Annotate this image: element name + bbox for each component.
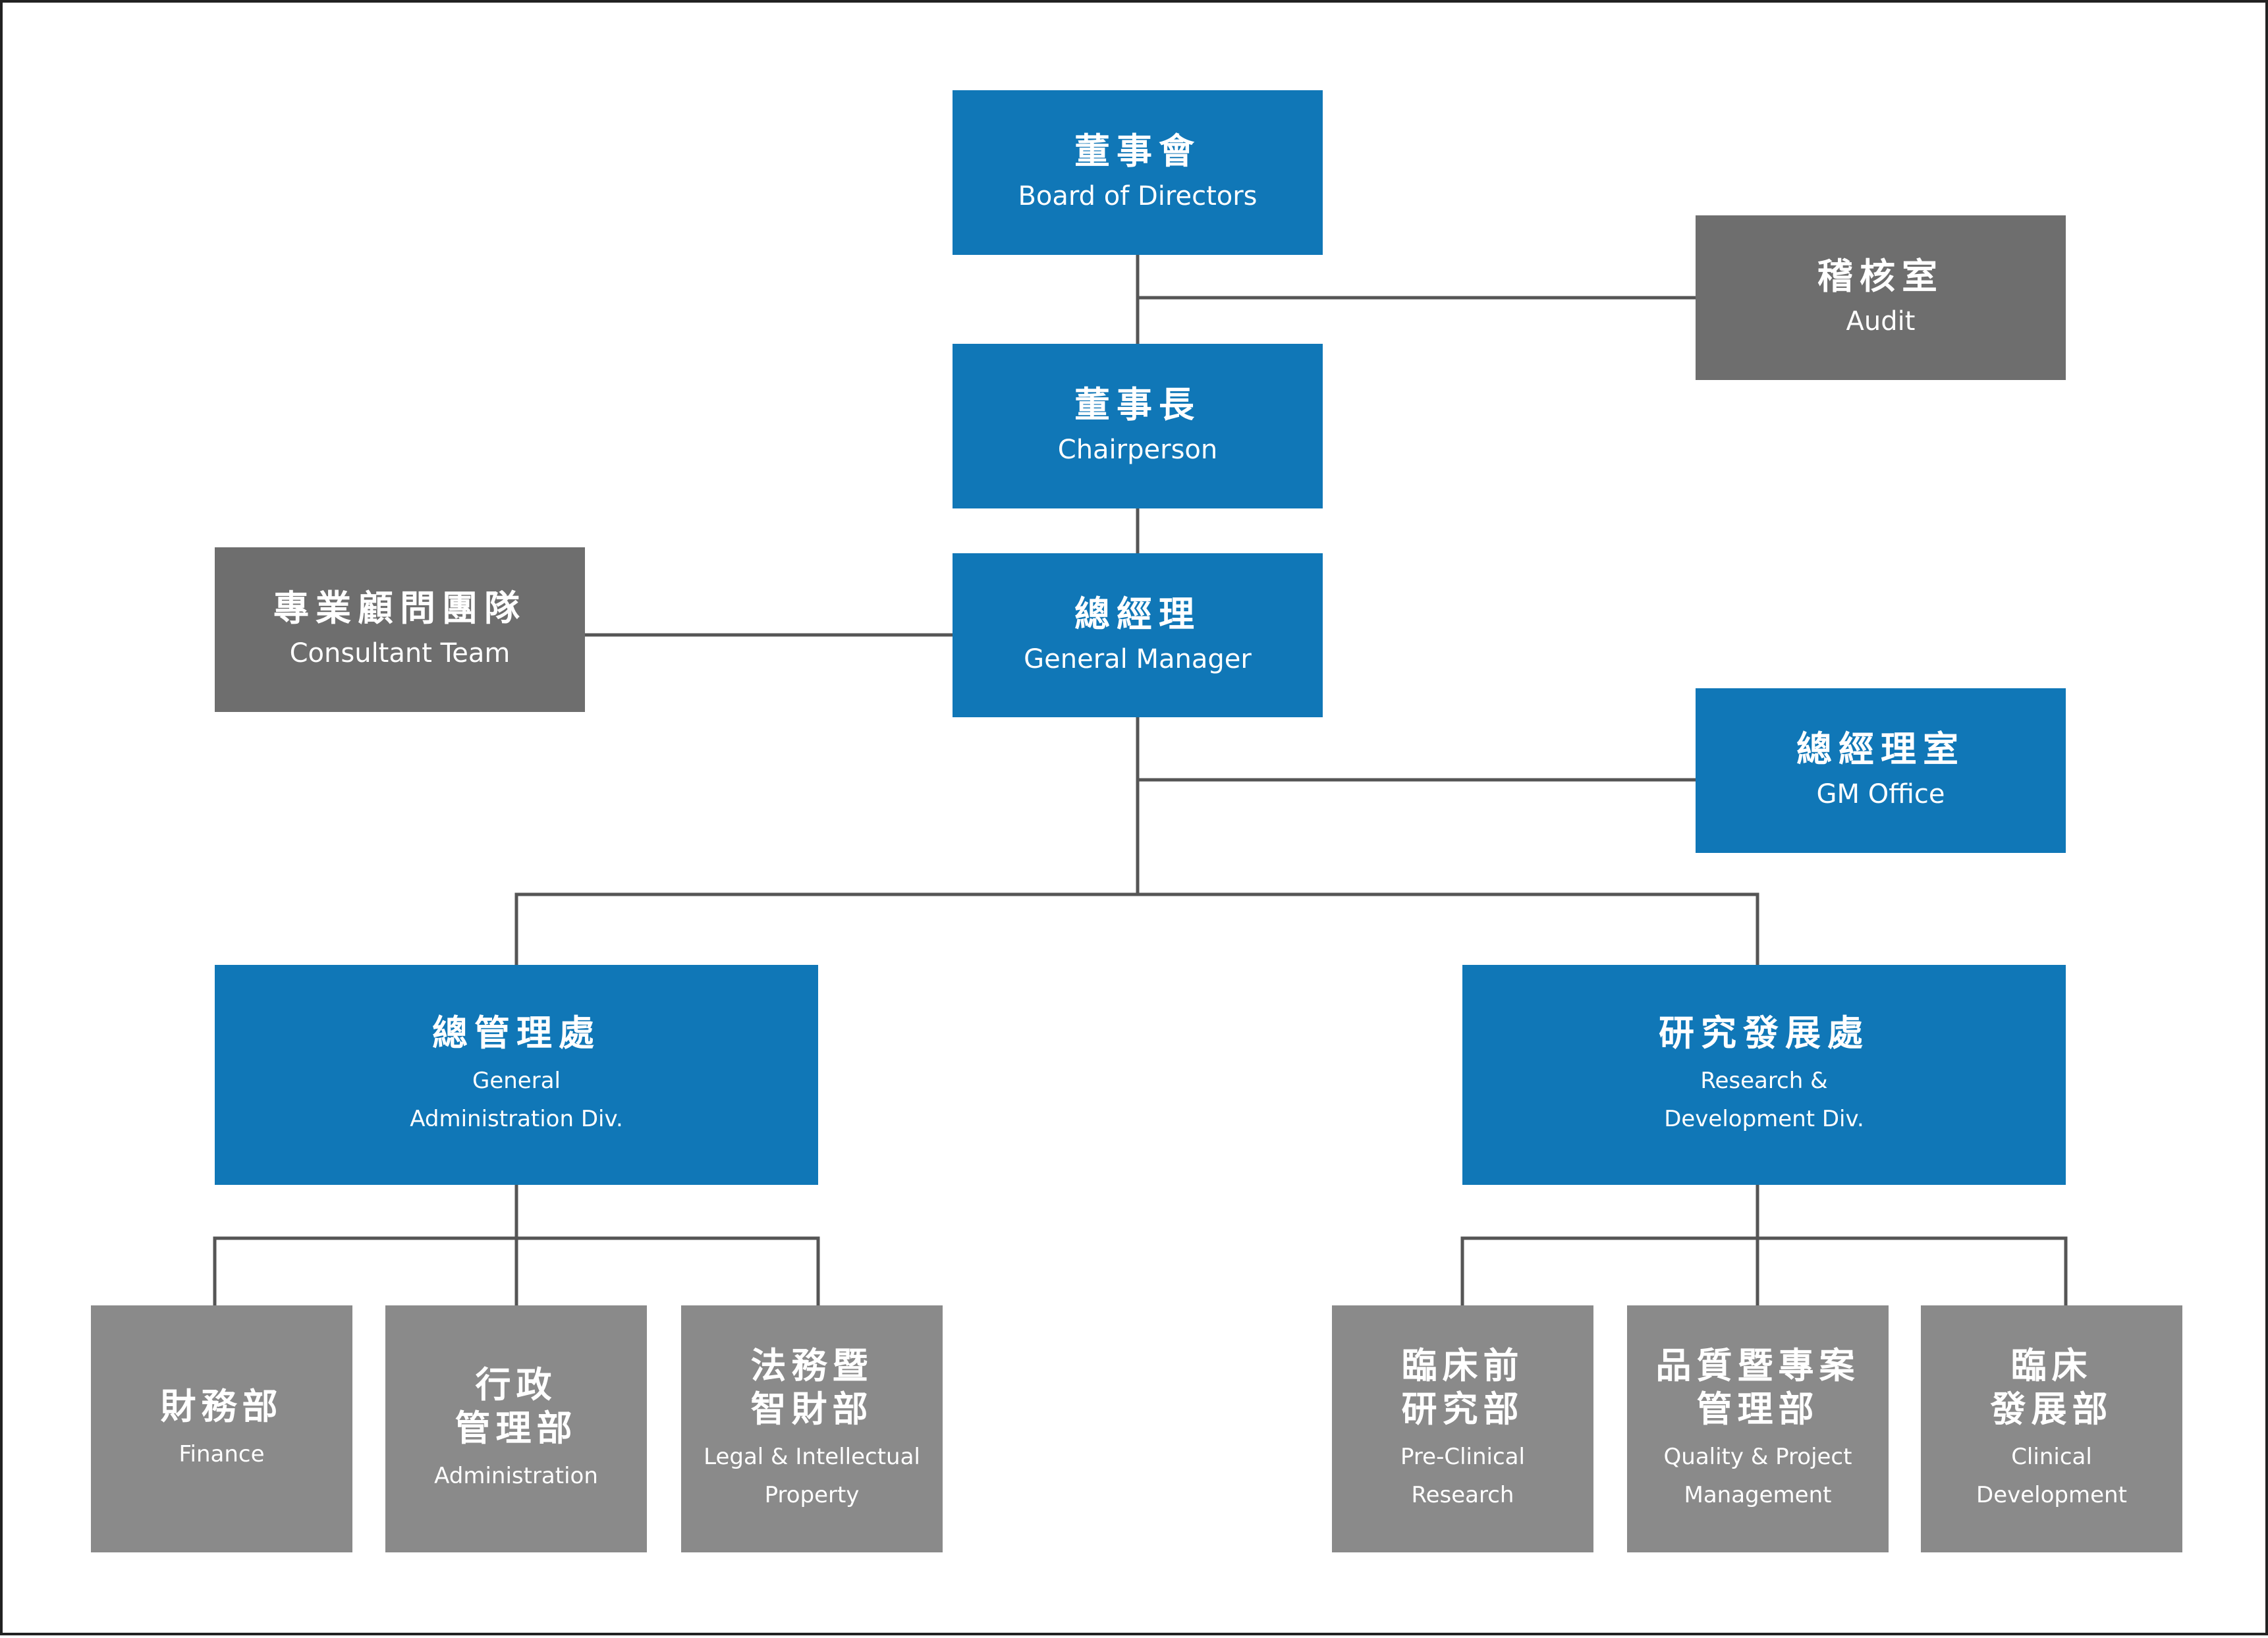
general-admin-div-box: 總管理處 General Administration Div. [215,965,818,1185]
rd-div-en: Research & Development Div. [1664,1068,1864,1132]
gm-office-en: GM Office [1816,779,1945,809]
connector-lines [213,253,2068,1307]
administration-en: Administration [434,1462,598,1489]
rd-div-box: 研究發展處 Research & Development Div. [1462,965,2066,1185]
preclinical-en: Pre-Clinical Research [1400,1443,1525,1508]
gm-en: General Manager [1024,643,1252,674]
gm-zh: 總經理 [1074,593,1201,635]
finance-zh: 財務部 [160,1385,283,1427]
gm-office-zh: 總經理室 [1796,728,1965,770]
audit-box: 稽核室 Audit [1696,215,2066,380]
board-box: 董事會 Board of Directors [953,90,1323,255]
administration-zh: 行政 管理部 [455,1363,578,1449]
gm-box: 總經理 General Manager [953,553,1323,717]
administration-box: 行政 管理部 Administration [385,1305,647,1552]
audit-zh: 稽核室 [1817,256,1944,297]
consultant-zh: 專業顧問團隊 [273,587,526,629]
general-admin-div-en: General Administration Div. [410,1068,623,1132]
consultant-box: 專業顧問團隊 Consultant Team [215,547,585,712]
finance-box: 財務部 Finance [91,1305,352,1552]
preclinical-box: 臨床前 研究部 Pre-Clinical Research [1332,1305,1593,1552]
clinical-dev-box: 臨床 發展部 Clinical Development [1921,1305,2182,1552]
qa-pm-en: Quality & Project Management [1663,1443,1852,1508]
chairperson-zh: 董事長 [1074,384,1201,425]
qa-pm-box: 品質暨專案 管理部 Quality & Project Management [1627,1305,1889,1552]
chairperson-box: 董事長 Chairperson [953,344,1323,508]
qa-pm-zh: 品質暨專案 管理部 [1655,1344,1860,1430]
consultant-en: Consultant Team [289,638,511,669]
clinical-dev-zh: 臨床 發展部 [1990,1344,2113,1430]
clinical-dev-en: Clinical Development [1976,1443,2127,1508]
preclinical-zh: 臨床前 研究部 [1401,1344,1524,1430]
gm-office-box: 總經理室 GM Office [1696,688,2066,853]
legal-ip-en: Legal & Intellectual Property [704,1443,920,1508]
legal-ip-box: 法務暨 智財部 Legal & Intellectual Property [681,1305,943,1552]
legal-ip-zh: 法務暨 智財部 [750,1344,873,1430]
audit-en: Audit [1846,306,1916,337]
chairperson-en: Chairperson [1057,435,1218,465]
general-admin-div-zh: 總管理處 [432,1012,601,1054]
board-zh: 董事會 [1074,130,1201,172]
rd-div-zh: 研究發展處 [1659,1012,1869,1054]
board-en: Board of Directors [1018,181,1258,211]
finance-en: Finance [179,1440,265,1467]
